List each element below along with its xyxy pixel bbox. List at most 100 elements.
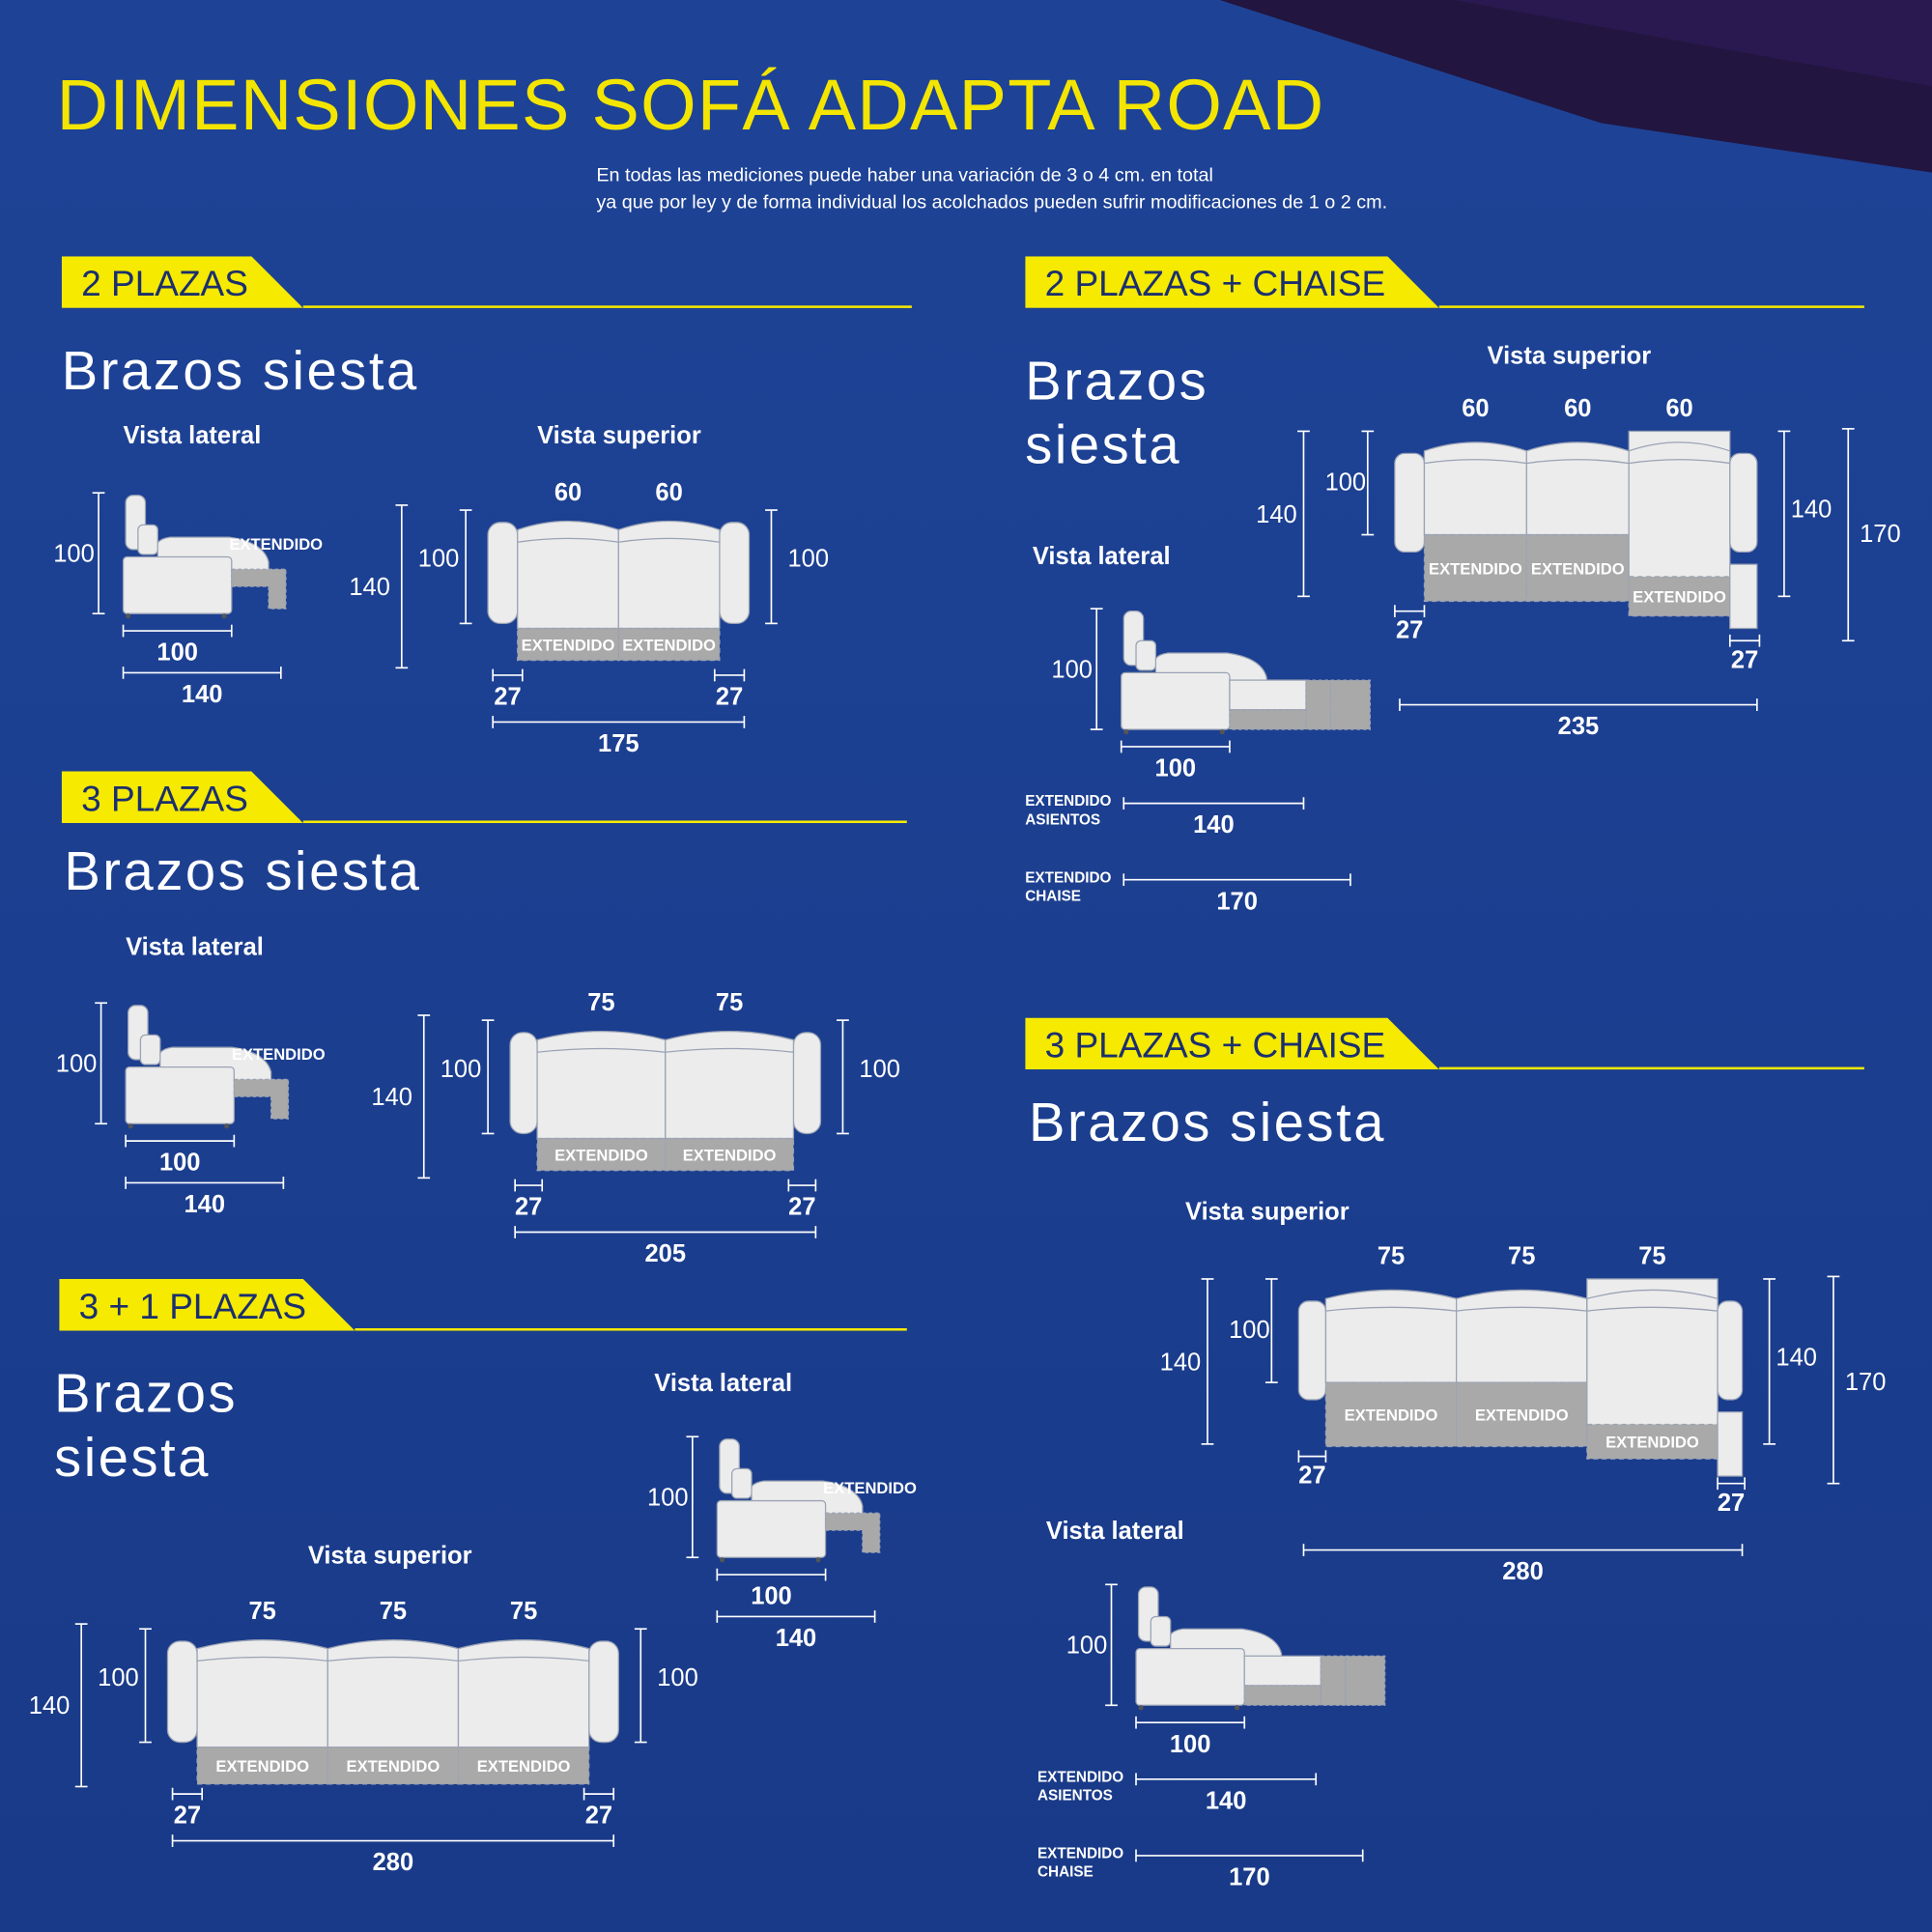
vista-lateral-label: Vista lateral bbox=[654, 1370, 793, 1398]
vista-lateral-label: Vista lateral bbox=[1045, 1518, 1184, 1546]
section-label: 3 PLAZAS + CHAISE bbox=[1044, 1026, 1386, 1066]
foot bbox=[1138, 1705, 1144, 1711]
extendido-chaise-label: EXTENDIDO bbox=[1037, 1845, 1123, 1861]
arm-width-dim-label: 27 bbox=[1298, 1463, 1325, 1490]
seat-cushion bbox=[536, 1041, 667, 1140]
extended-chaise bbox=[1305, 679, 1332, 730]
depth-extended-dim-label: 140 bbox=[184, 1191, 225, 1218]
extended-chaise bbox=[1345, 1655, 1386, 1706]
sofa-base bbox=[125, 1065, 235, 1124]
foot bbox=[815, 1557, 821, 1563]
section-label: 3 + 1 PLAZAS bbox=[78, 1287, 307, 1327]
extendido-label: EXTENDIDO bbox=[1345, 1406, 1438, 1425]
measurement-note: En todas las mediciones puede haber una … bbox=[596, 162, 1387, 216]
seat-width-label: 75 bbox=[248, 1598, 275, 1625]
height-dim-label: 100 bbox=[647, 1485, 689, 1512]
seat-depth-dim-label: 100 bbox=[1229, 1317, 1270, 1344]
depth-dim-label: 100 bbox=[751, 1583, 792, 1610]
armrest-extension bbox=[1717, 1411, 1744, 1477]
height-dim-label: 100 bbox=[53, 541, 95, 568]
section-label: 2 PLAZAS bbox=[81, 265, 248, 305]
chaise-total-dim-label: 170 bbox=[1845, 1369, 1887, 1396]
extended-seat bbox=[1229, 679, 1307, 711]
back-cushion bbox=[1456, 1289, 1588, 1312]
depth-extended-seats-dim-label: 140 bbox=[1206, 1787, 1247, 1814]
extendido-label: EXTENDIDO bbox=[683, 1147, 777, 1165]
extendido-chaise-label: EXTENDIDO bbox=[1025, 869, 1111, 886]
seat-width-label: 60 bbox=[1564, 395, 1591, 422]
total-width-dim-label: 235 bbox=[1558, 713, 1600, 740]
extendido-label: EXTENDIDO bbox=[477, 1757, 571, 1776]
total-width-dim-label: 205 bbox=[644, 1240, 686, 1267]
section-label: 2 PLAZAS + CHAISE bbox=[1044, 265, 1386, 305]
extended-seat bbox=[536, 1137, 667, 1172]
vista-superior-label: Vista superior bbox=[307, 1542, 472, 1570]
armrest-left bbox=[487, 522, 519, 625]
headrest bbox=[1135, 639, 1157, 671]
band-2-plazas-chaise: 2 PLAZAS + CHAISE bbox=[1025, 256, 1864, 308]
back-cushion bbox=[536, 1030, 667, 1053]
subtitle-3-plazas: Brazos siesta bbox=[64, 841, 422, 902]
extendido-label: EXTENDIDO bbox=[1633, 588, 1726, 607]
headrest bbox=[137, 524, 158, 555]
extendido-label: EXTENDIDO bbox=[1605, 1434, 1699, 1452]
total-width-dim-label: 280 bbox=[373, 1849, 414, 1876]
depth-dim-label: 100 bbox=[1170, 1731, 1211, 1758]
seat-width-label: 60 bbox=[554, 479, 582, 506]
depth-extended-dim-label: 140 bbox=[182, 681, 223, 708]
armrest-left bbox=[1297, 1300, 1327, 1401]
band-3-1-plazas: 3 + 1 PLAZAS bbox=[59, 1279, 907, 1331]
extended-seat bbox=[327, 1747, 460, 1785]
depth-dim-label: 100 bbox=[156, 639, 198, 667]
back-cushion bbox=[327, 1639, 460, 1662]
extended-seat bbox=[196, 1747, 328, 1785]
arm-width-dim-label: 27 bbox=[788, 1194, 815, 1221]
back-cushion bbox=[196, 1639, 328, 1662]
depth-dim-label: 100 bbox=[159, 1150, 201, 1177]
chaise-total-dim-label: 170 bbox=[1860, 521, 1901, 548]
sofa-base bbox=[1121, 671, 1231, 730]
seat-cushion bbox=[517, 531, 619, 630]
foot bbox=[224, 1123, 230, 1129]
armrest-right bbox=[1729, 452, 1758, 554]
seat-width-label: 75 bbox=[1508, 1243, 1535, 1270]
total-depth-dim-label: 140 bbox=[29, 1692, 71, 1719]
headrest bbox=[139, 1034, 161, 1065]
extendido-label: EXTENDIDO bbox=[554, 1147, 648, 1165]
vista-lateral-label: Vista lateral bbox=[126, 933, 264, 961]
foot bbox=[1235, 1705, 1240, 1711]
band-3-plazas: 3 PLAZAS bbox=[62, 771, 907, 824]
extended-seat bbox=[1456, 1381, 1588, 1448]
seat-width-label: 75 bbox=[510, 1598, 537, 1625]
arm-width-dim-label: 27 bbox=[716, 684, 743, 711]
extended-seat bbox=[617, 627, 721, 662]
foot bbox=[1219, 729, 1225, 735]
headrest bbox=[1150, 1615, 1172, 1647]
height-dim-label: 100 bbox=[56, 1051, 98, 1078]
armrest-right bbox=[588, 1640, 619, 1744]
vista-lateral-label: Vista lateral bbox=[1032, 543, 1171, 571]
armrest-left bbox=[1394, 452, 1426, 554]
back-cushion bbox=[517, 520, 619, 543]
seat-width-label: 75 bbox=[380, 1598, 407, 1625]
extended-footrest bbox=[233, 1078, 290, 1120]
chaise-depth-dim-label: 140 bbox=[1791, 497, 1833, 524]
extended-seat bbox=[665, 1137, 795, 1172]
back-cushion bbox=[617, 520, 721, 543]
chaise-depth-dim-label: 140 bbox=[1776, 1344, 1817, 1371]
arm-width-dim-label: 27 bbox=[174, 1803, 201, 1830]
extendido-label: EXTENDIDO bbox=[232, 1045, 326, 1064]
depth-dim-label: 100 bbox=[1155, 755, 1197, 782]
arm-width-dim-label: 27 bbox=[494, 684, 521, 711]
total-depth-dim-label: 140 bbox=[371, 1084, 412, 1111]
extendido-label: EXTENDIDO bbox=[1475, 1406, 1569, 1425]
seat-width-label: 60 bbox=[1665, 395, 1692, 422]
back-cushion bbox=[1423, 441, 1527, 465]
armrest-left bbox=[166, 1640, 198, 1744]
extended-seat bbox=[1243, 1655, 1321, 1687]
seat-depth-dim-label: 100 bbox=[1325, 469, 1367, 497]
total-width-dim-label: 175 bbox=[598, 730, 639, 757]
total-width-dim-label: 280 bbox=[1502, 1558, 1544, 1585]
sofa-base bbox=[1135, 1647, 1245, 1706]
